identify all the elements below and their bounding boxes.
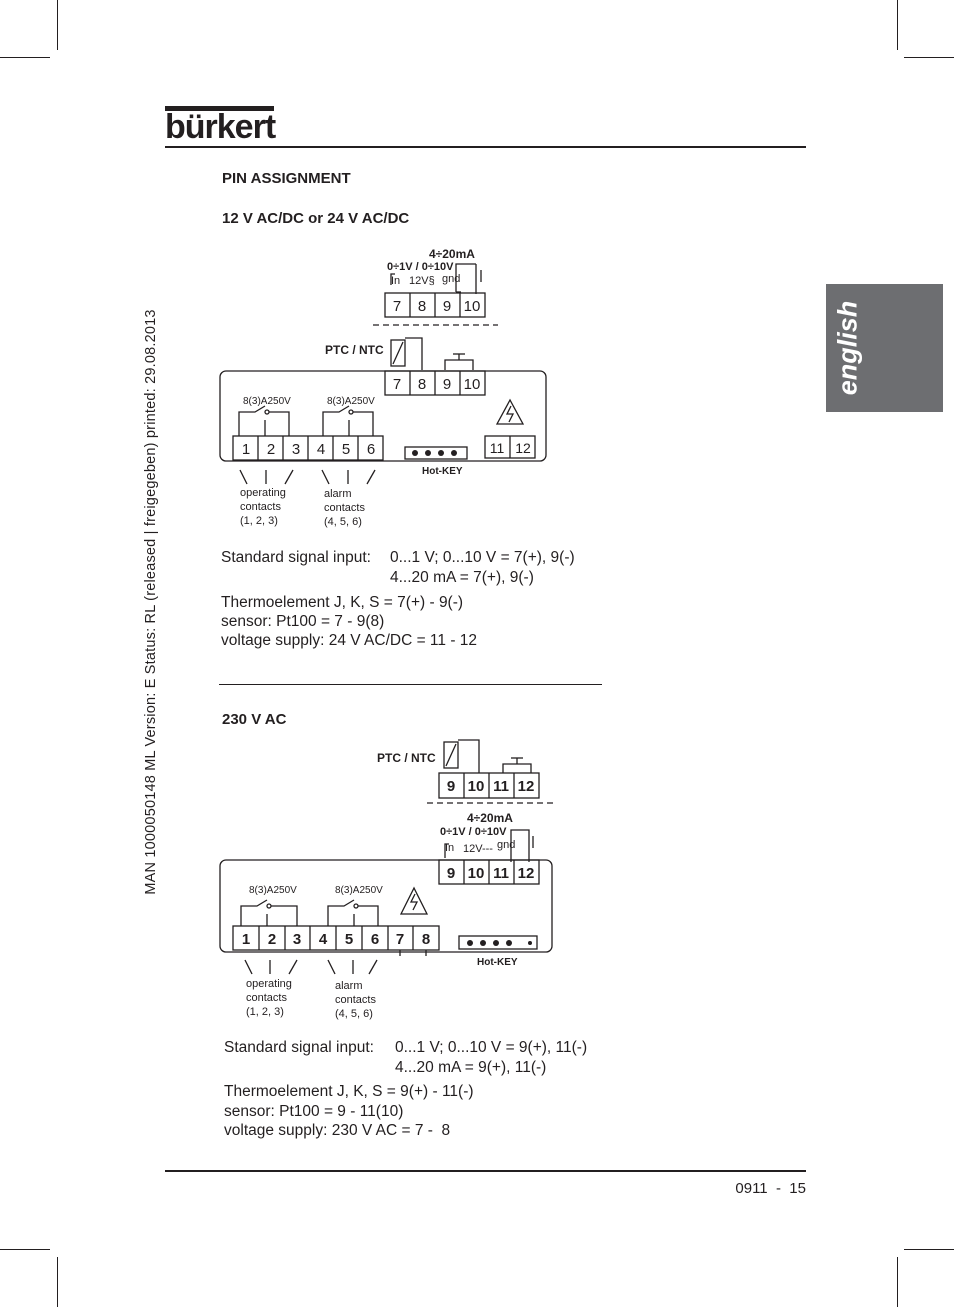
diagram1-title: 12 V AC/DC or 24 V AC/DC [222,210,410,227]
operating-contacts-label: contacts [240,501,281,513]
signal-input-value: 0...1 V; 0...10 V = 9(+), 11(-) [395,1039,588,1056]
signal-current-label: 4÷20mA [429,247,475,261]
operating-contacts-label: operating [246,978,292,990]
terminal-11: 11 [493,778,509,795]
crop-mark [57,1257,58,1307]
terminal-10: 10 [468,778,485,795]
module-terminal-8: 8 [418,376,426,393]
terminal-5: 5 [345,931,353,948]
signal-input-label: Standard signal input: [221,549,371,566]
terminal-2: 2 [267,441,275,458]
alarm-contacts-label: alarm [335,980,363,992]
hotkey-label: Hot-KEY [422,466,463,477]
terminal-11: 11 [490,440,505,456]
terminal-4: 4 [317,441,325,458]
module-terminal-7: 7 [393,376,401,393]
sensor-label: PTC / NTC [325,343,384,357]
crop-mark [897,0,898,50]
supply-text: voltage supply: 230 V AC = 7 - 8 [224,1122,451,1139]
crop-mark [57,0,58,50]
terminal-10: 10 [464,298,481,315]
terminal-9: 9 [447,778,455,795]
crop-mark [897,1257,898,1307]
signal-input-value: 4...20 mA = 9(+), 11(-) [395,1059,547,1076]
crop-mark [904,57,954,58]
operating-contacts-label: operating [240,487,286,499]
sensor-text: sensor: Pt100 = 9 - 11(10) [224,1103,404,1120]
signal-12v-label: 12V--- [463,843,493,855]
terminal-7: 7 [393,298,401,315]
terminal-12: 12 [518,778,535,795]
thermoelement-text: Thermoelement J, K, S = 9(+) - 11(-) [224,1083,474,1100]
crop-mark [904,1249,954,1250]
terminal-2: 2 [268,931,276,948]
terminal-7: 7 [396,931,404,948]
terminal-6: 6 [371,931,379,948]
alarm-contacts-label: (4, 5, 6) [335,1008,373,1020]
relay-rating-2: 8(3)A250V [335,885,383,896]
hotkey-label: Hot-KEY [477,957,518,968]
wiring-diagram-2: PTC / NTC 9 10 11 12 9 10 11 12 1 2 3 4 … [219,739,555,1020]
language-tab: english [826,284,943,412]
brand-logo: bürkert [165,108,276,146]
signal-gnd-label: gnd [497,839,515,851]
signal-gnd-label: gnd [442,273,460,285]
terminal-4: 4 [319,931,328,948]
alarm-contacts-label: contacts [335,994,376,1006]
signal-current-label: 4÷20mA [467,811,513,825]
section-title: PIN ASSIGNMENT [222,170,351,187]
terminal-1: 1 [242,441,250,458]
operating-contacts-label: (1, 2, 3) [246,1006,284,1018]
signal-input-label: Standard signal input: [224,1039,374,1056]
module-terminal-10: 10 [468,865,485,882]
supply-text: voltage supply: 24 V AC/DC = 11 - 12 [221,632,478,649]
terminal-9: 9 [443,298,451,315]
document-info: MAN 1000050148 ML Version: E Status: RL … [143,309,159,895]
terminal-8: 8 [418,298,426,315]
sensor-label: PTC / NTC [377,751,436,765]
diagram2-title: 230 V AC [222,711,287,728]
terminal-6: 6 [367,441,375,458]
module-terminal-11: 11 [493,865,509,882]
operating-contacts-label: (1, 2, 3) [240,515,278,527]
terminal-1: 1 [242,931,250,948]
alarm-contacts-label: contacts [324,502,365,514]
relay-rating-1: 8(3)A250V [249,885,297,896]
signal-input-value: 4...20 mA = 7(+), 9(-) [390,569,534,586]
signal-voltage-label: 0÷1V / 0÷10V [387,261,454,273]
terminal-5: 5 [342,441,350,458]
sensor-text: sensor: Pt100 = 7 - 9(8) [221,613,385,630]
terminal-3: 3 [292,441,300,458]
crop-mark [0,57,50,58]
footer-rule [165,1170,806,1172]
signal-in-label: In [391,275,400,287]
wiring-diagram-1: 4÷20mA 0÷1V / 0÷10V In 12V§ gnd 7 8 9 10… [219,247,547,528]
terminal-3: 3 [293,931,301,948]
thermoelement-text: Thermoelement J, K, S = 7(+) - 9(-) [221,594,464,611]
section-divider [219,684,602,685]
relay-rating-1: 8(3)A250V [243,396,291,407]
terminal-12: 12 [515,440,531,456]
module-terminal-9: 9 [447,865,455,882]
signal-voltage-label: 0÷1V / 0÷10V [440,826,507,838]
page-number: 0911 - 15 [735,1180,806,1197]
signal-in-label: In [445,842,454,854]
logo-bar [165,106,274,111]
operating-contacts-label: contacts [246,992,287,1004]
alarm-contacts-label: (4, 5, 6) [324,516,362,528]
signal-12v-label: 12V§ [409,275,435,287]
module-terminal-10: 10 [464,376,481,393]
crop-mark [0,1249,50,1250]
header-rule [165,146,806,148]
alarm-contacts-label: alarm [324,488,352,500]
module-terminal-9: 9 [443,376,451,393]
terminal-8: 8 [422,931,430,948]
module-terminal-12: 12 [518,865,535,882]
signal-input-value: 0...1 V; 0...10 V = 7(+), 9(-) [390,549,575,566]
relay-rating-2: 8(3)A250V [327,396,375,407]
